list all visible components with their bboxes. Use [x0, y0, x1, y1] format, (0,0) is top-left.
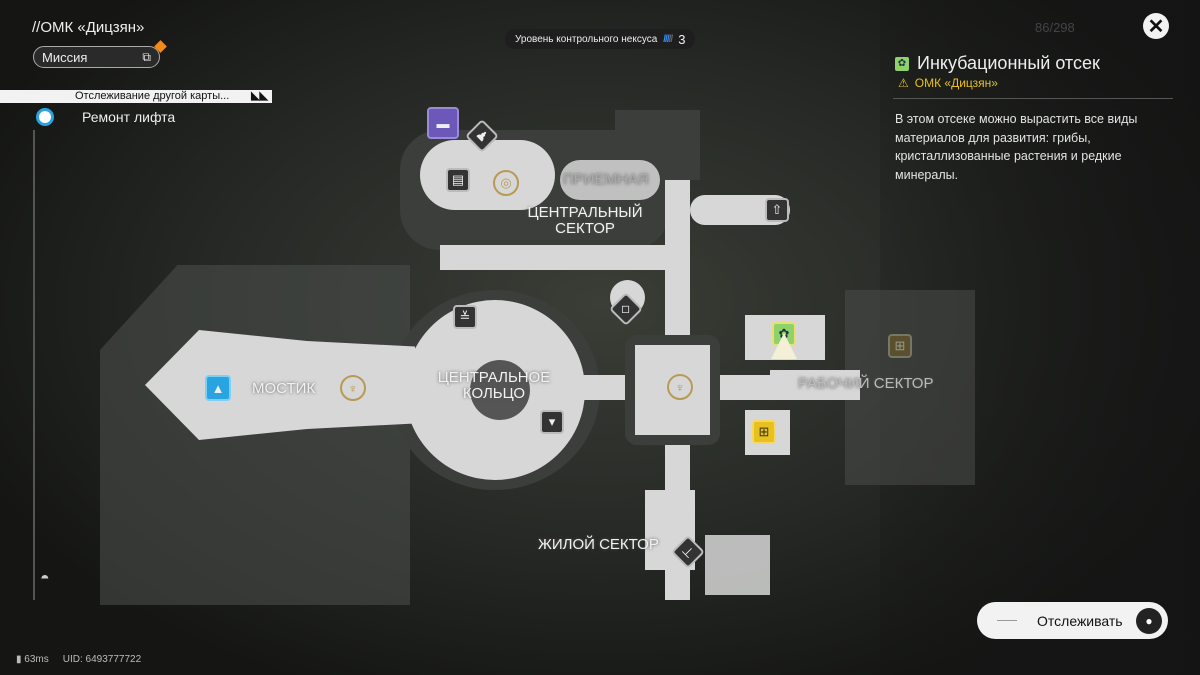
nexus-label: Уровень контрольного нексуса: [515, 33, 658, 45]
map-label-central-sector: ЦЕНТРАЛЬНЫЙ СЕКТОР: [527, 204, 643, 237]
map-label-living-sector: ЖИЛОЙ СЕКТОР: [538, 536, 659, 553]
mission-button[interactable]: Миссия ⧉: [33, 40, 167, 68]
anchor-icon-bridge[interactable]: ♆: [340, 375, 366, 401]
nexus-level: Уровень контрольного нексуса ///// 3: [505, 29, 696, 49]
tracking-banner[interactable]: Отслеживание другой карты... ◣◣: [0, 90, 272, 103]
map-label-work-sector: РАБОЧИЙ СЕКТОР: [798, 375, 934, 392]
waypoint-icon[interactable]: ≚: [453, 305, 477, 329]
purple-facility-icon[interactable]: ▬: [427, 107, 459, 139]
map-label-central-ring: ЦЕНТРАЛЬНОЕ КОЛЬЦО: [437, 369, 551, 402]
terminal-icon[interactable]: ▤: [446, 168, 470, 192]
uid: UID: 6493777722: [62, 654, 142, 665]
mission-label: Миссия: [42, 49, 88, 65]
map-pin-icon: ●: [1136, 607, 1162, 634]
detail-divider: [893, 98, 1173, 99]
detail-location: ОМК «Дицзян»: [914, 76, 998, 90]
crafting-icon[interactable]: ⊞: [752, 420, 776, 444]
map-label-reception: ПРИЕМНАЯ: [563, 171, 649, 188]
crafting-icon-faded[interactable]: ⊞: [888, 334, 912, 358]
track-button-label: Отслеживать: [1037, 612, 1123, 629]
tracking-banner-text: Отслеживание другой карты...: [75, 90, 230, 102]
door-icon[interactable]: ⇧: [765, 198, 789, 222]
nexus-level-value: 3: [678, 31, 686, 47]
track-button[interactable]: Отслеживать ●: [977, 602, 1168, 639]
nexus-icon[interactable]: ◎: [493, 170, 519, 196]
incubator-small-icon: ✿: [895, 56, 909, 71]
map-label-bridge: МОСТИК: [252, 380, 316, 397]
quest-target-icon: [36, 108, 54, 126]
location-title: //ОМК «Дицзян»: [32, 19, 145, 36]
location-pin-icon: ⚠: [898, 76, 909, 90]
detail-title: Инкубационный отсек: [917, 53, 1100, 73]
switch-icon: ⧉: [142, 49, 151, 64]
track-line-icon: [997, 620, 1017, 621]
shop-icon[interactable]: ▾: [540, 410, 564, 434]
quest-tracker[interactable]: Ремонт лифта: [18, 108, 175, 126]
zoom-slider[interactable]: [33, 130, 35, 600]
anchor-icon-hub[interactable]: ♆: [667, 374, 693, 400]
player-arrow-icon: [771, 333, 797, 359]
collection-counter: 86/298: [1035, 20, 1075, 35]
quest-name: Ремонт лифта: [82, 109, 176, 125]
double-chevron-icon: ◣◣: [251, 90, 268, 102]
region-icon[interactable]: ◓: [40, 570, 50, 587]
nexus-bars: /////: [663, 33, 673, 45]
ping: ▮ 63ms: [16, 654, 49, 665]
detail-description: В этом отсеке можно вырастить все виды м…: [895, 112, 1138, 182]
close-button[interactable]: ✕: [1143, 13, 1169, 39]
signal-icon: ▮: [16, 654, 25, 665]
elevator-icon[interactable]: ▲: [205, 375, 231, 401]
